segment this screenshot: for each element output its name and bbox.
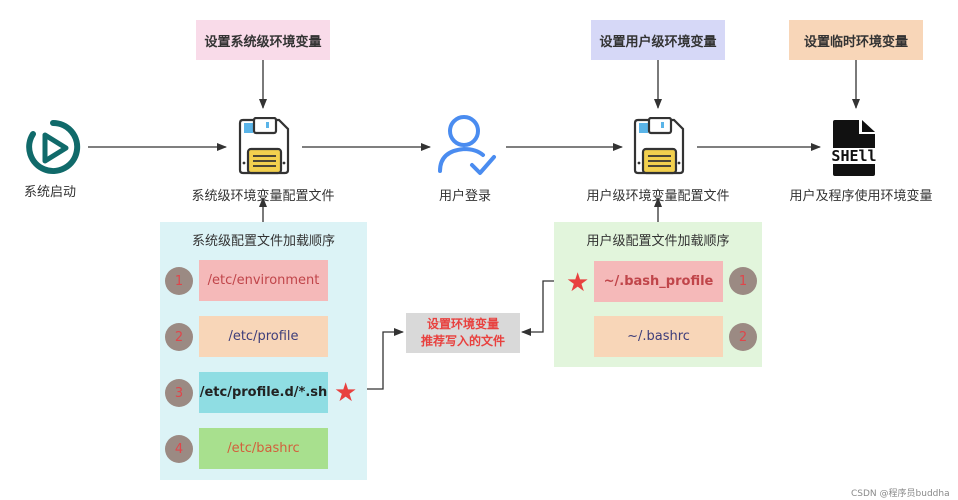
star-icon: ★ [566, 268, 590, 298]
floppy-disk-icon [236, 116, 292, 175]
file-path: /etc/environment [207, 273, 320, 288]
set-user-env-box: 设置用户级环境变量 [591, 20, 725, 60]
file-path: /etc/profile [228, 329, 299, 344]
watermark: CSDN @程序员buddha [851, 489, 950, 499]
set-system-env-box: 设置系统级环境变量 [196, 20, 330, 60]
file-etc-environment: /etc/environment [199, 260, 328, 301]
user-check-icon [436, 113, 498, 179]
file-bash-profile: ~/.bash_profile [594, 261, 723, 302]
user-panel-title: 用户级配置文件加载顺序 [586, 234, 730, 249]
set-temp-env-label: 设置临时环境变量 [803, 34, 908, 50]
file-etc-profile-d: /etc/profile.d/*.sh [199, 372, 328, 413]
file-bashrc: ~/.bashrc [594, 316, 723, 357]
set-user-env-label: 设置用户级环境变量 [599, 34, 717, 50]
shell-file-icon: SHEll [829, 118, 881, 178]
order-badge: 4 [165, 435, 193, 463]
order-badge: 2 [729, 323, 757, 351]
boot-label: 系统启动 [23, 185, 76, 200]
arrow-profiled-to-recommend [360, 328, 404, 390]
order-badge: 3 [165, 379, 193, 407]
file-path: /etc/bashrc [227, 441, 300, 456]
recommend-line2: 推荐写入的文件 [420, 334, 505, 348]
file-path: /etc/profile.d/*.sh [199, 385, 328, 400]
set-temp-env-box: 设置临时环境变量 [789, 20, 923, 60]
login-label: 用户登录 [438, 189, 491, 204]
order-badge: 1 [729, 267, 757, 295]
file-path: ~/.bash_profile [603, 274, 714, 289]
order-badge: 1 [165, 267, 193, 295]
svg-text:SHEll: SHEll [831, 147, 876, 165]
system-panel-title: 系统级配置文件加载顺序 [191, 234, 335, 249]
star-icon: ★ [334, 378, 358, 408]
play-circle-icon [23, 118, 83, 178]
recommended-file-box: 设置环境变量 推荐写入的文件 [406, 313, 520, 353]
floppy-disk-icon [631, 116, 687, 175]
recommend-line1: 设置环境变量 [426, 317, 499, 331]
system-config-label: 系统级环境变量配置文件 [191, 189, 335, 204]
file-path: ~/.bashrc [627, 329, 690, 344]
file-etc-bashrc: /etc/bashrc [199, 428, 328, 469]
shell-label: 用户及程序使用环境变量 [789, 189, 933, 204]
user-config-label: 用户级环境变量配置文件 [586, 189, 730, 204]
order-badge: 2 [165, 323, 193, 351]
file-etc-profile: /etc/profile [199, 316, 328, 357]
set-system-env-label: 设置系统级环境变量 [204, 34, 322, 50]
